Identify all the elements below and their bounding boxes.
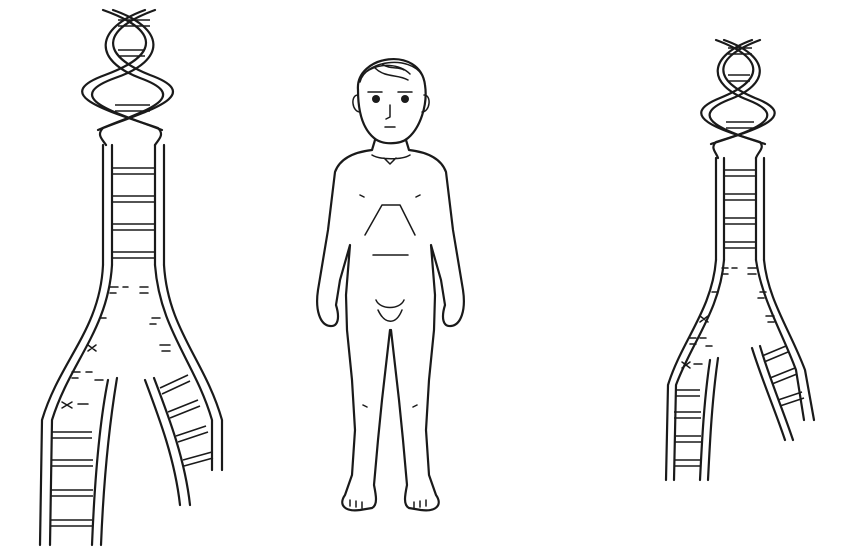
right-ladder-stem <box>716 158 764 260</box>
right-helix <box>701 40 774 158</box>
right-fork-strands <box>666 260 814 480</box>
